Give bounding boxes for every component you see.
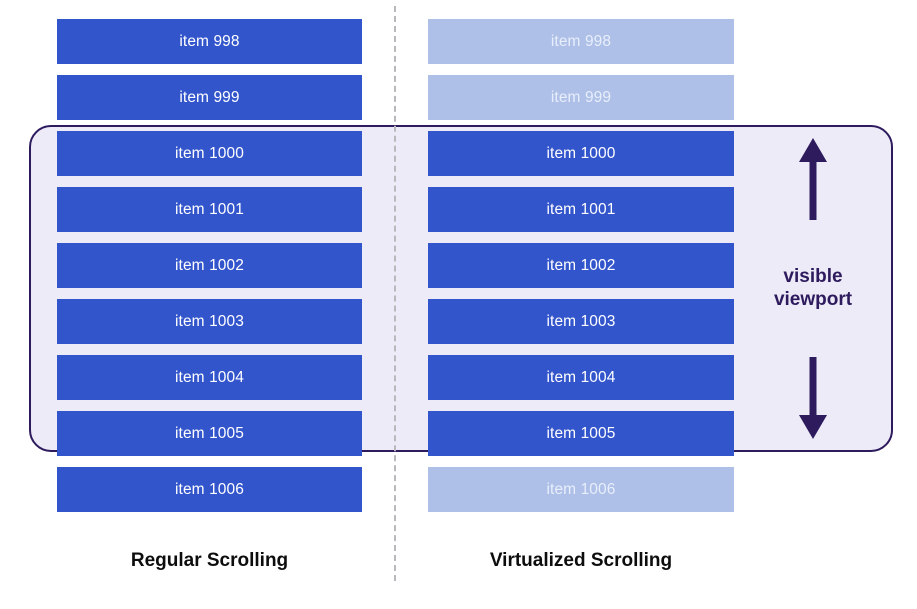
list-item[interactable]: item 1006 — [428, 467, 734, 512]
arrow-down-icon — [795, 357, 831, 441]
list-item[interactable]: item 1000 — [428, 131, 734, 176]
list-item[interactable]: item 1002 — [428, 243, 734, 288]
list-item[interactable]: item 1003 — [428, 299, 734, 344]
list-item[interactable]: item 1003 — [57, 299, 362, 344]
list-item[interactable]: item 1006 — [57, 467, 362, 512]
list-item[interactable]: item 1000 — [57, 131, 362, 176]
caption-virtualized-scrolling: Virtualized Scrolling — [489, 550, 673, 571]
visible-viewport-label: visible viewport — [773, 266, 853, 310]
visible-viewport-annotation: visible viewport — [748, 136, 878, 441]
list-item[interactable]: item 1004 — [57, 355, 362, 400]
column-divider — [394, 6, 396, 581]
list-item[interactable]: item 998 — [57, 19, 362, 64]
list-item[interactable]: item 1002 — [57, 243, 362, 288]
list-item[interactable]: item 999 — [57, 75, 362, 120]
list-item[interactable]: item 999 — [428, 75, 734, 120]
list-item[interactable]: item 1005 — [57, 411, 362, 456]
list-item[interactable]: item 1005 — [428, 411, 734, 456]
arrow-up-icon — [795, 136, 831, 220]
list-item[interactable]: item 1001 — [428, 187, 734, 232]
list-item[interactable]: item 998 — [428, 19, 734, 64]
list-item[interactable]: item 1004 — [428, 355, 734, 400]
list-item[interactable]: item 1001 — [57, 187, 362, 232]
caption-regular-scrolling: Regular Scrolling — [130, 550, 289, 571]
